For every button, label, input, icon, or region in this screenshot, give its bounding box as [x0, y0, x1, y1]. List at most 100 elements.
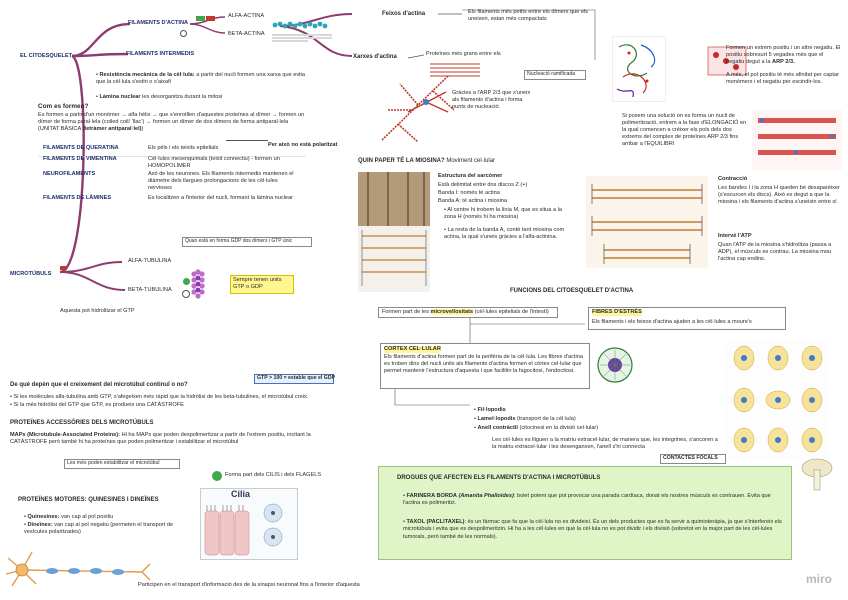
table-cell-desc: Axó de les neurones. Els filaments inter… [148, 171, 298, 192]
sarcomere-line-3: Banda A: té actina i miosina [438, 198, 507, 205]
sarcomere-diagram [358, 226, 430, 292]
microvilli-text: Formen part de les microvellositats (cèl… [382, 309, 549, 316]
growth-bullet-1: • Si les molècules alfa-tubulina amb GTP… [10, 394, 340, 401]
table-cell-name: FILAMENTS DE VIMENTINA [43, 156, 117, 163]
kinesin-text: van cap al pol positiu [61, 514, 113, 520]
cell-migration-panel [726, 340, 830, 460]
growth-bullet-2-text: Si la més hidròlisi del GTP que GTP, es … [14, 402, 184, 408]
table-row: FILAMENTS DE VIMENTINA Cèl·lules mesenqu… [38, 156, 306, 170]
sarcomere-line-2: Banda I: només té actina [438, 190, 500, 197]
table-cell-name: NEUROFILAMENTS [43, 171, 95, 178]
motor-heading: PROTEÏNES MOTORES: QUINESINES I DINEÏNES [18, 497, 159, 504]
miro-watermark: miro [806, 572, 832, 586]
how-formed-text: Es formen a partir d'un monòmer → alfa h… [38, 112, 310, 133]
intermediate-table: FILAMENTS DE QUERATINA Els pèls i els te… [38, 142, 308, 206]
myosin-heading-sub: Moviment cel·lular [446, 158, 495, 164]
functions-heading: FUNCIONS DEL CITOESQUELET D'ACTINA [510, 288, 633, 295]
affinity-text: A més, el pol positiu té més afinitat pe… [726, 72, 841, 86]
table-row: NEUROFILAMENTS Axó de les neurones. Els … [38, 171, 306, 193]
myosin-heading-bold: QUIN PAPER TÉ LA MIOSINA? [358, 158, 445, 164]
beta-actina-label: BETA-ACTINA [228, 31, 265, 38]
cilia-title: Cilia [231, 491, 250, 498]
ring-label: Anell contràctil [478, 425, 518, 431]
table-row: FILAMENTS DE LÀMINES Es localitzen a l'i… [38, 194, 306, 204]
table-cell-name: FILAMENTS DE LÀMINES [43, 195, 111, 202]
how-formed-heading: Com es formen? [38, 103, 88, 110]
sarcomere-line-4-text: Al centre hi trobem la línia M, que es s… [444, 207, 562, 220]
sarcomere-line-5-text: La resta de la banda A, conté tant miosi… [444, 227, 564, 240]
microvilli-lead: Formen part de les [382, 309, 429, 315]
sarcomere-line-5: • La resta de la banda A, conté tant mio… [444, 227, 574, 241]
stabilize-box: Les més poden estabilitzar el microtúbul [64, 459, 180, 469]
bullet-lamina: • Làmina nuclear les desorganitza durant… [96, 94, 222, 101]
hydrolyze-note: Aquesta pot hidrolitzar el GTP [60, 308, 135, 315]
nucleation-text: Nucleació ramificada [527, 71, 575, 78]
table-cell-desc: Els pèls i els teixits epitelials [148, 145, 218, 152]
drugs-heading: DROGUES QUE AFECTEN ELS FILAMENTS D'ACTI… [397, 475, 600, 482]
arp-text: Gràcies a l'ARP 2/3 que s'uneix als fila… [452, 90, 532, 111]
drug-2-bold: TAXOL (PACLITAXEL) [407, 519, 465, 525]
gtp-stable-text: GTP > 100 = estable que el GDP [257, 375, 335, 382]
how-formed-body: Es formen a partir d'un monòmer → alfa h… [38, 112, 304, 132]
drugs-box: DROGUES QUE AFECTEN ELS FILAMENTS D'ACTI… [378, 466, 792, 560]
stress-fibers-box: FIBRES D'ESTRÈS Els filaments i els feix… [588, 307, 786, 330]
cortex-text: Els filaments d'actina formen part de la… [384, 354, 584, 375]
beta-tubulin-label: BETA-TUBULINA [128, 287, 172, 294]
actin-filaments-label: FILAMENTS D'ACTINA [128, 20, 188, 27]
bullet-resistance-bold: Resistència mecànica de la cèl·lula: [100, 72, 195, 78]
contraction-diagram [586, 176, 708, 268]
table-row: FILAMENTS DE QUERATINA Els pèls i els te… [38, 142, 306, 157]
growth-question: De què depèn que el creixement del micro… [10, 382, 188, 389]
table-cell-desc: Cèl·lules mesenquimals (teixit connectiu… [148, 156, 298, 170]
bullet-lamina-text: les desorganitza durant la mitosi [142, 94, 222, 100]
sarcomere-heading: Estructura del sarcòmer [438, 173, 502, 180]
myosin-heading: QUIN PAPER TÉ LA MIOSINA? Moviment cel·l… [358, 158, 495, 165]
microvilli-box: Formen part de les microvellositats (cèl… [378, 307, 558, 318]
always-gtp-box: Sempre tenen units GTP o GDP [230, 275, 294, 294]
microtubule-ring-image [188, 268, 214, 302]
kinesin-item: • Quinesines: van cap al pol positiu [24, 514, 113, 521]
ring-rest: (citocinesi en la divisió cel·lular) [520, 425, 599, 431]
dynein-item: • Dineïnes: van cap al pol negatiu (perm… [24, 522, 174, 536]
root-label: EL CITOESQUELET [20, 53, 72, 60]
intermediate-filaments-label: FILAMENTS INTERMEDIS [126, 51, 194, 58]
neuron-image [2, 540, 152, 595]
sarcomere-line-1: Està delimitat entre dos discos Z (+) [438, 182, 527, 189]
arp-close-up-image [406, 90, 450, 114]
polarity-bold: ARP 2/3. [772, 59, 795, 65]
legend-green-marker [196, 16, 205, 21]
bullet-lamina-bold: Làmina nuclear [100, 94, 141, 100]
drug-1-bold: FARINERA BORDA [407, 493, 457, 499]
bundles-label: Feixos d'actina [382, 11, 425, 18]
actin-diagram-caption-block [272, 33, 332, 45]
accessory-heading: PROTEÏNES ACCESSÒRIES DELS MICROTÚBULS [10, 420, 153, 427]
arp-structure-image [612, 36, 666, 102]
stabilize-text: Les més poden estabilitzar el microtúbul [67, 460, 160, 467]
microvilli-end: (cèl·lules epitelials de l'intestí) [475, 309, 549, 315]
always-gtp-text: Sempre tenen units GTP o GDP [233, 277, 293, 291]
bundles-desc: Els filaments més petits entre els dímer… [468, 9, 588, 23]
filopodia-label: Fil·lopodis [478, 407, 506, 413]
function-item-lamellipodia: • Lamel·lopodis (transport de la cèl·lul… [474, 416, 576, 423]
elongation-image [752, 110, 842, 170]
sarcomere-photo [358, 172, 430, 226]
nucleation-box: Nucleació ramificada [524, 70, 586, 80]
alfa-actina-label: ALFA-ACTINA [228, 13, 264, 20]
focal-contacts-box: CONTACTES FOCALS [660, 454, 726, 464]
maps-text: MAPs (Microtubule-Associated Proteins): … [10, 432, 330, 446]
circle-icon [180, 30, 187, 37]
maps-bold: MAPs (Microtubule-Associated Proteins): [10, 432, 120, 438]
cilia-image: Cilia [200, 488, 298, 560]
marker-green-dot [212, 471, 222, 481]
kinesin-bold: Quinesines: [28, 514, 60, 520]
how-formed-bold: (tetràmer antiparal·lel) [82, 126, 141, 132]
lamellipodia-label: Lamel·lopodis [478, 416, 516, 422]
cortex-box: CORTEX CEL·LULAR Els filaments d'actina … [380, 343, 590, 389]
networks-desc: Proteïnes més grans entre els [426, 51, 501, 58]
gtp-note-box: Quan està en forma GDP dos dímers i GTP … [182, 237, 312, 247]
atp-heading: Intervé l'ATP [718, 233, 752, 240]
contraction-text: Les bandes I i la zona H queden bé desap… [718, 185, 844, 206]
gtp-stable-box: GTP > 100 = estable que el GDP [254, 374, 334, 384]
lamellipodia-rest: (transport de la cèl·lula) [517, 416, 576, 422]
function-item-filopodia: • Fil·lopodis [474, 407, 506, 414]
